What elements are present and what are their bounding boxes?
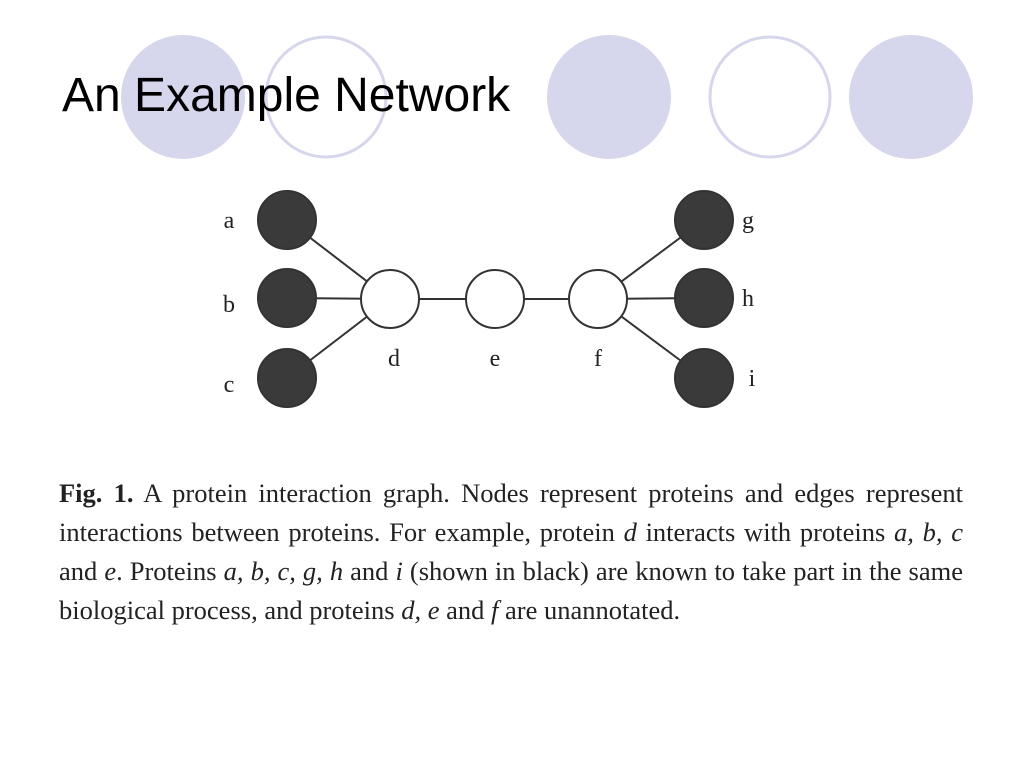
figure-caption: Fig. 1. A protein interaction graph. Nod…: [59, 474, 963, 630]
deco-circle-filled-3: [849, 35, 973, 159]
node-e: [465, 269, 525, 329]
caption-text-3: and: [59, 556, 105, 586]
node-c: [257, 348, 317, 408]
node-label-i: i: [749, 366, 756, 392]
figure-label: Fig. 1.: [59, 478, 134, 508]
deco-circle-outline-1: [264, 35, 388, 159]
node-a: [257, 190, 317, 250]
node-label-g: g: [742, 208, 754, 234]
caption-math-2: a, b, c: [894, 517, 963, 547]
caption-math-6: d, e: [401, 595, 440, 625]
node-h: [674, 268, 734, 328]
node-label-c: c: [224, 372, 235, 398]
caption-text-7: and: [439, 595, 491, 625]
caption-math-4: a, b, c, g, h: [223, 556, 344, 586]
node-label-b: b: [223, 292, 235, 318]
deco-circle-filled-1: [121, 35, 245, 159]
caption-text-1: A protein interaction graph. Nodes repre…: [59, 478, 963, 547]
node-d: [360, 269, 420, 329]
node-label-f: f: [594, 346, 602, 372]
caption-text-2: interacts with proteins: [636, 517, 895, 547]
node-label-e: e: [490, 346, 501, 372]
slide-title: An Example Network: [62, 69, 511, 122]
caption-text-5: and: [343, 556, 396, 586]
node-b: [257, 268, 317, 328]
caption-math-3: e: [104, 556, 117, 586]
header-decoration: [121, 35, 973, 159]
caption-text-4: . Proteins: [116, 556, 224, 586]
deco-circle-filled-2: [547, 35, 671, 159]
node-f: [568, 269, 628, 329]
node-i: [674, 348, 734, 408]
caption-text-6: (shown in black) are known to take part …: [59, 556, 964, 625]
node-label-d: d: [388, 346, 400, 372]
nodes-layer: [257, 190, 734, 408]
deco-circle-outline-2: [708, 35, 832, 159]
caption-math-7: f: [491, 595, 499, 625]
node-label-a: a: [224, 208, 235, 234]
node-g: [674, 190, 734, 250]
labels-layer: a b c d e f g h i: [223, 208, 756, 398]
caption-text-8: are unannotated.: [498, 595, 681, 625]
protein-network-diagram: a b c d e f g h i: [223, 190, 756, 408]
node-label-h: h: [742, 286, 754, 312]
caption-math-1: d: [623, 517, 637, 547]
caption-math-5: i: [395, 556, 403, 586]
